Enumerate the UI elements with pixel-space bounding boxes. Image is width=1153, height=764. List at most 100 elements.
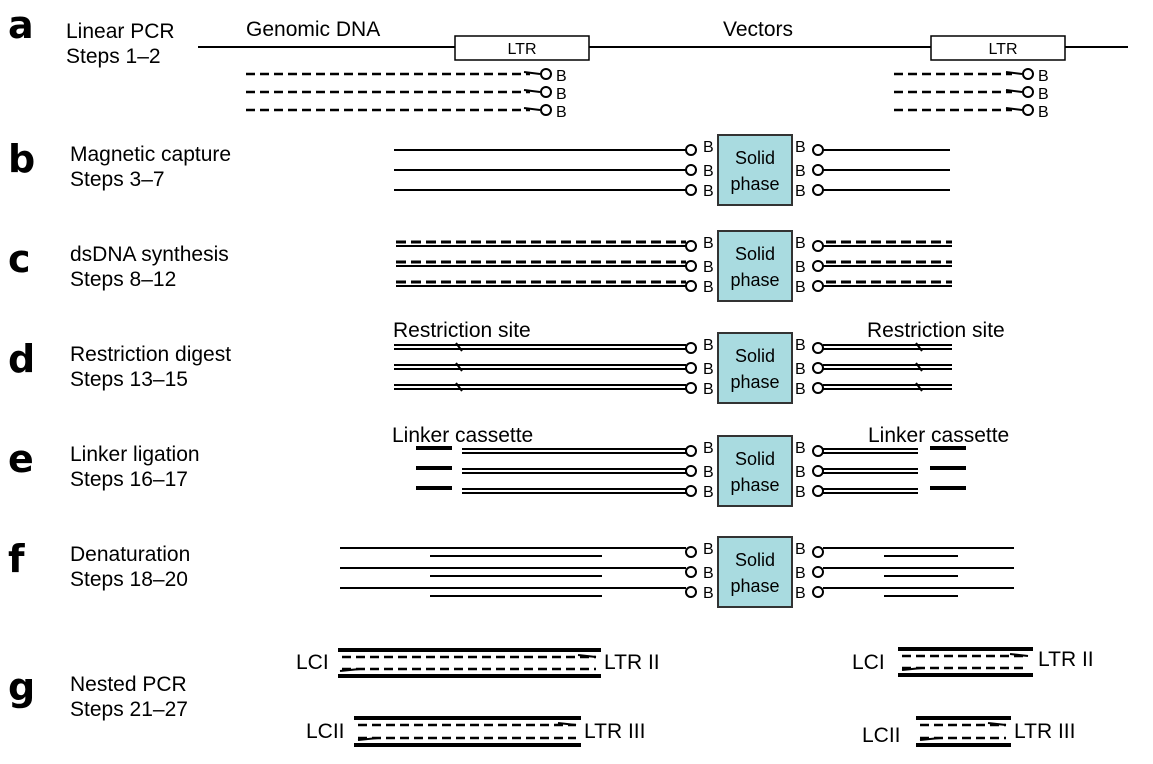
biotin-loop: [812, 184, 824, 196]
linker-cassette-label-right: Linker cassette: [868, 424, 1009, 447]
biotin-loop: [1022, 86, 1034, 98]
biotin-loop: [812, 465, 824, 477]
step-range: Steps 13–15: [70, 368, 188, 391]
ltr-iii-label: LTR III: [1014, 720, 1075, 743]
solid-phase-label: phase: [730, 576, 779, 596]
biotin-loop: [685, 164, 697, 176]
biotin-label: B: [1038, 86, 1049, 103]
nested-pcr-second-right: LCII LTR III: [862, 716, 1075, 747]
linear-pcr-products-left: BBB: [246, 68, 567, 121]
biotin-label: B: [703, 183, 714, 200]
biotin-label: B: [795, 183, 806, 200]
biotin-loop: [812, 445, 824, 457]
ltr-box-left: LTR: [454, 35, 590, 61]
biotin-loop: [685, 240, 697, 252]
linker-cassette-label-left: Linker cassette: [392, 424, 533, 447]
biotin-loop: [1022, 104, 1034, 116]
primer-arrow: [1005, 107, 1023, 111]
solid-phase-box: [717, 230, 793, 302]
biotin-loop: [812, 260, 824, 272]
biotin-loop: [812, 144, 824, 156]
step-letter: c: [8, 237, 31, 281]
solid-phase-label: phase: [730, 372, 779, 392]
biotin-label: B: [795, 163, 806, 180]
biotin-loop: [685, 566, 697, 578]
biotin-label: B: [795, 279, 806, 296]
biotin-loop: [812, 586, 824, 598]
biotin-label: B: [703, 235, 714, 252]
step-title: Magnetic capture: [70, 143, 231, 166]
biotin-loop: [812, 342, 824, 354]
ltr-box: [930, 35, 1066, 61]
step-c-header: c dsDNA synthesis Steps 8–12: [8, 237, 229, 291]
biotin-loop: [685, 280, 697, 292]
lci-label: LCI: [296, 651, 329, 674]
biotin-loop: [685, 382, 697, 394]
solid-phase-box: [717, 134, 793, 206]
step-b-header: b Magnetic capture Steps 3–7: [8, 137, 231, 191]
biotin-loop: [812, 280, 824, 292]
ltr-box: [454, 35, 590, 61]
step-a-header: a Linear PCR Steps 1–2: [8, 3, 175, 68]
solid-phase-box: [717, 332, 793, 404]
biotin-loop: [685, 362, 697, 374]
biotin-label: B: [703, 337, 714, 354]
solid-phase-box: [717, 536, 793, 608]
biotin-loop: [540, 104, 552, 116]
biotin-loop: [812, 546, 824, 558]
biotin-label: B: [703, 163, 714, 180]
solid-phase-label: phase: [730, 270, 779, 290]
nested-pcr-second-left: LCII LTR III: [306, 716, 645, 747]
panel-a: Genomic DNA Vectors LTR LTR BBB BBB: [198, 18, 1128, 121]
ltr-label: LTR: [988, 41, 1017, 58]
biotin-label: B: [703, 259, 714, 276]
step-range: Steps 21–27: [70, 698, 188, 721]
solid-phase-label: Solid: [735, 346, 775, 366]
biotin-loop: [685, 260, 697, 272]
primer-arrow: [523, 107, 541, 111]
biotin-label: B: [795, 337, 806, 354]
nested-pcr-first-right: LCI LTR II: [852, 647, 1094, 677]
nested-pcr-first-left: LCI LTR II: [296, 648, 660, 678]
ltr-box-right: LTR: [930, 35, 1066, 61]
biotin-label: B: [703, 541, 714, 558]
biotin-loop: [685, 144, 697, 156]
restriction-cut: [455, 362, 463, 372]
step-title: Denaturation: [70, 543, 190, 566]
biotin-label: B: [703, 440, 714, 457]
step-letter: b: [8, 137, 35, 181]
biotin-loop: [1022, 68, 1034, 80]
primer-arrow: [523, 89, 541, 93]
biotin-label: B: [703, 279, 714, 296]
step-d-header: d Restriction digest Steps 13–15: [8, 337, 231, 391]
solid-phase-label: Solid: [735, 148, 775, 168]
genomic-dna-label: Genomic DNA: [246, 18, 380, 41]
biotin-label: B: [556, 104, 567, 121]
biotin-loop: [685, 184, 697, 196]
solid-phase-label: Solid: [735, 449, 775, 469]
biotin-label: B: [795, 235, 806, 252]
biotin-loop: [685, 485, 697, 497]
biotin-label: B: [1038, 68, 1049, 85]
solid-phase-label: Solid: [735, 244, 775, 264]
biotin-loop: [685, 465, 697, 477]
biotin-label: B: [703, 464, 714, 481]
step-letter: a: [8, 3, 34, 47]
linear-pcr-products-right: BBB: [894, 68, 1049, 121]
lcii-label: LCII: [862, 724, 901, 747]
biotin-label: B: [1038, 104, 1049, 121]
biotin-label: B: [703, 484, 714, 501]
biotin-label: B: [556, 68, 567, 85]
biotin-label: B: [703, 381, 714, 398]
lcii-label: LCII: [306, 720, 345, 743]
biotin-label: B: [795, 139, 806, 156]
biotin-label: B: [703, 585, 714, 602]
step-letter: d: [8, 337, 35, 381]
biotin-loop: [685, 546, 697, 558]
biotin-label: B: [795, 484, 806, 501]
